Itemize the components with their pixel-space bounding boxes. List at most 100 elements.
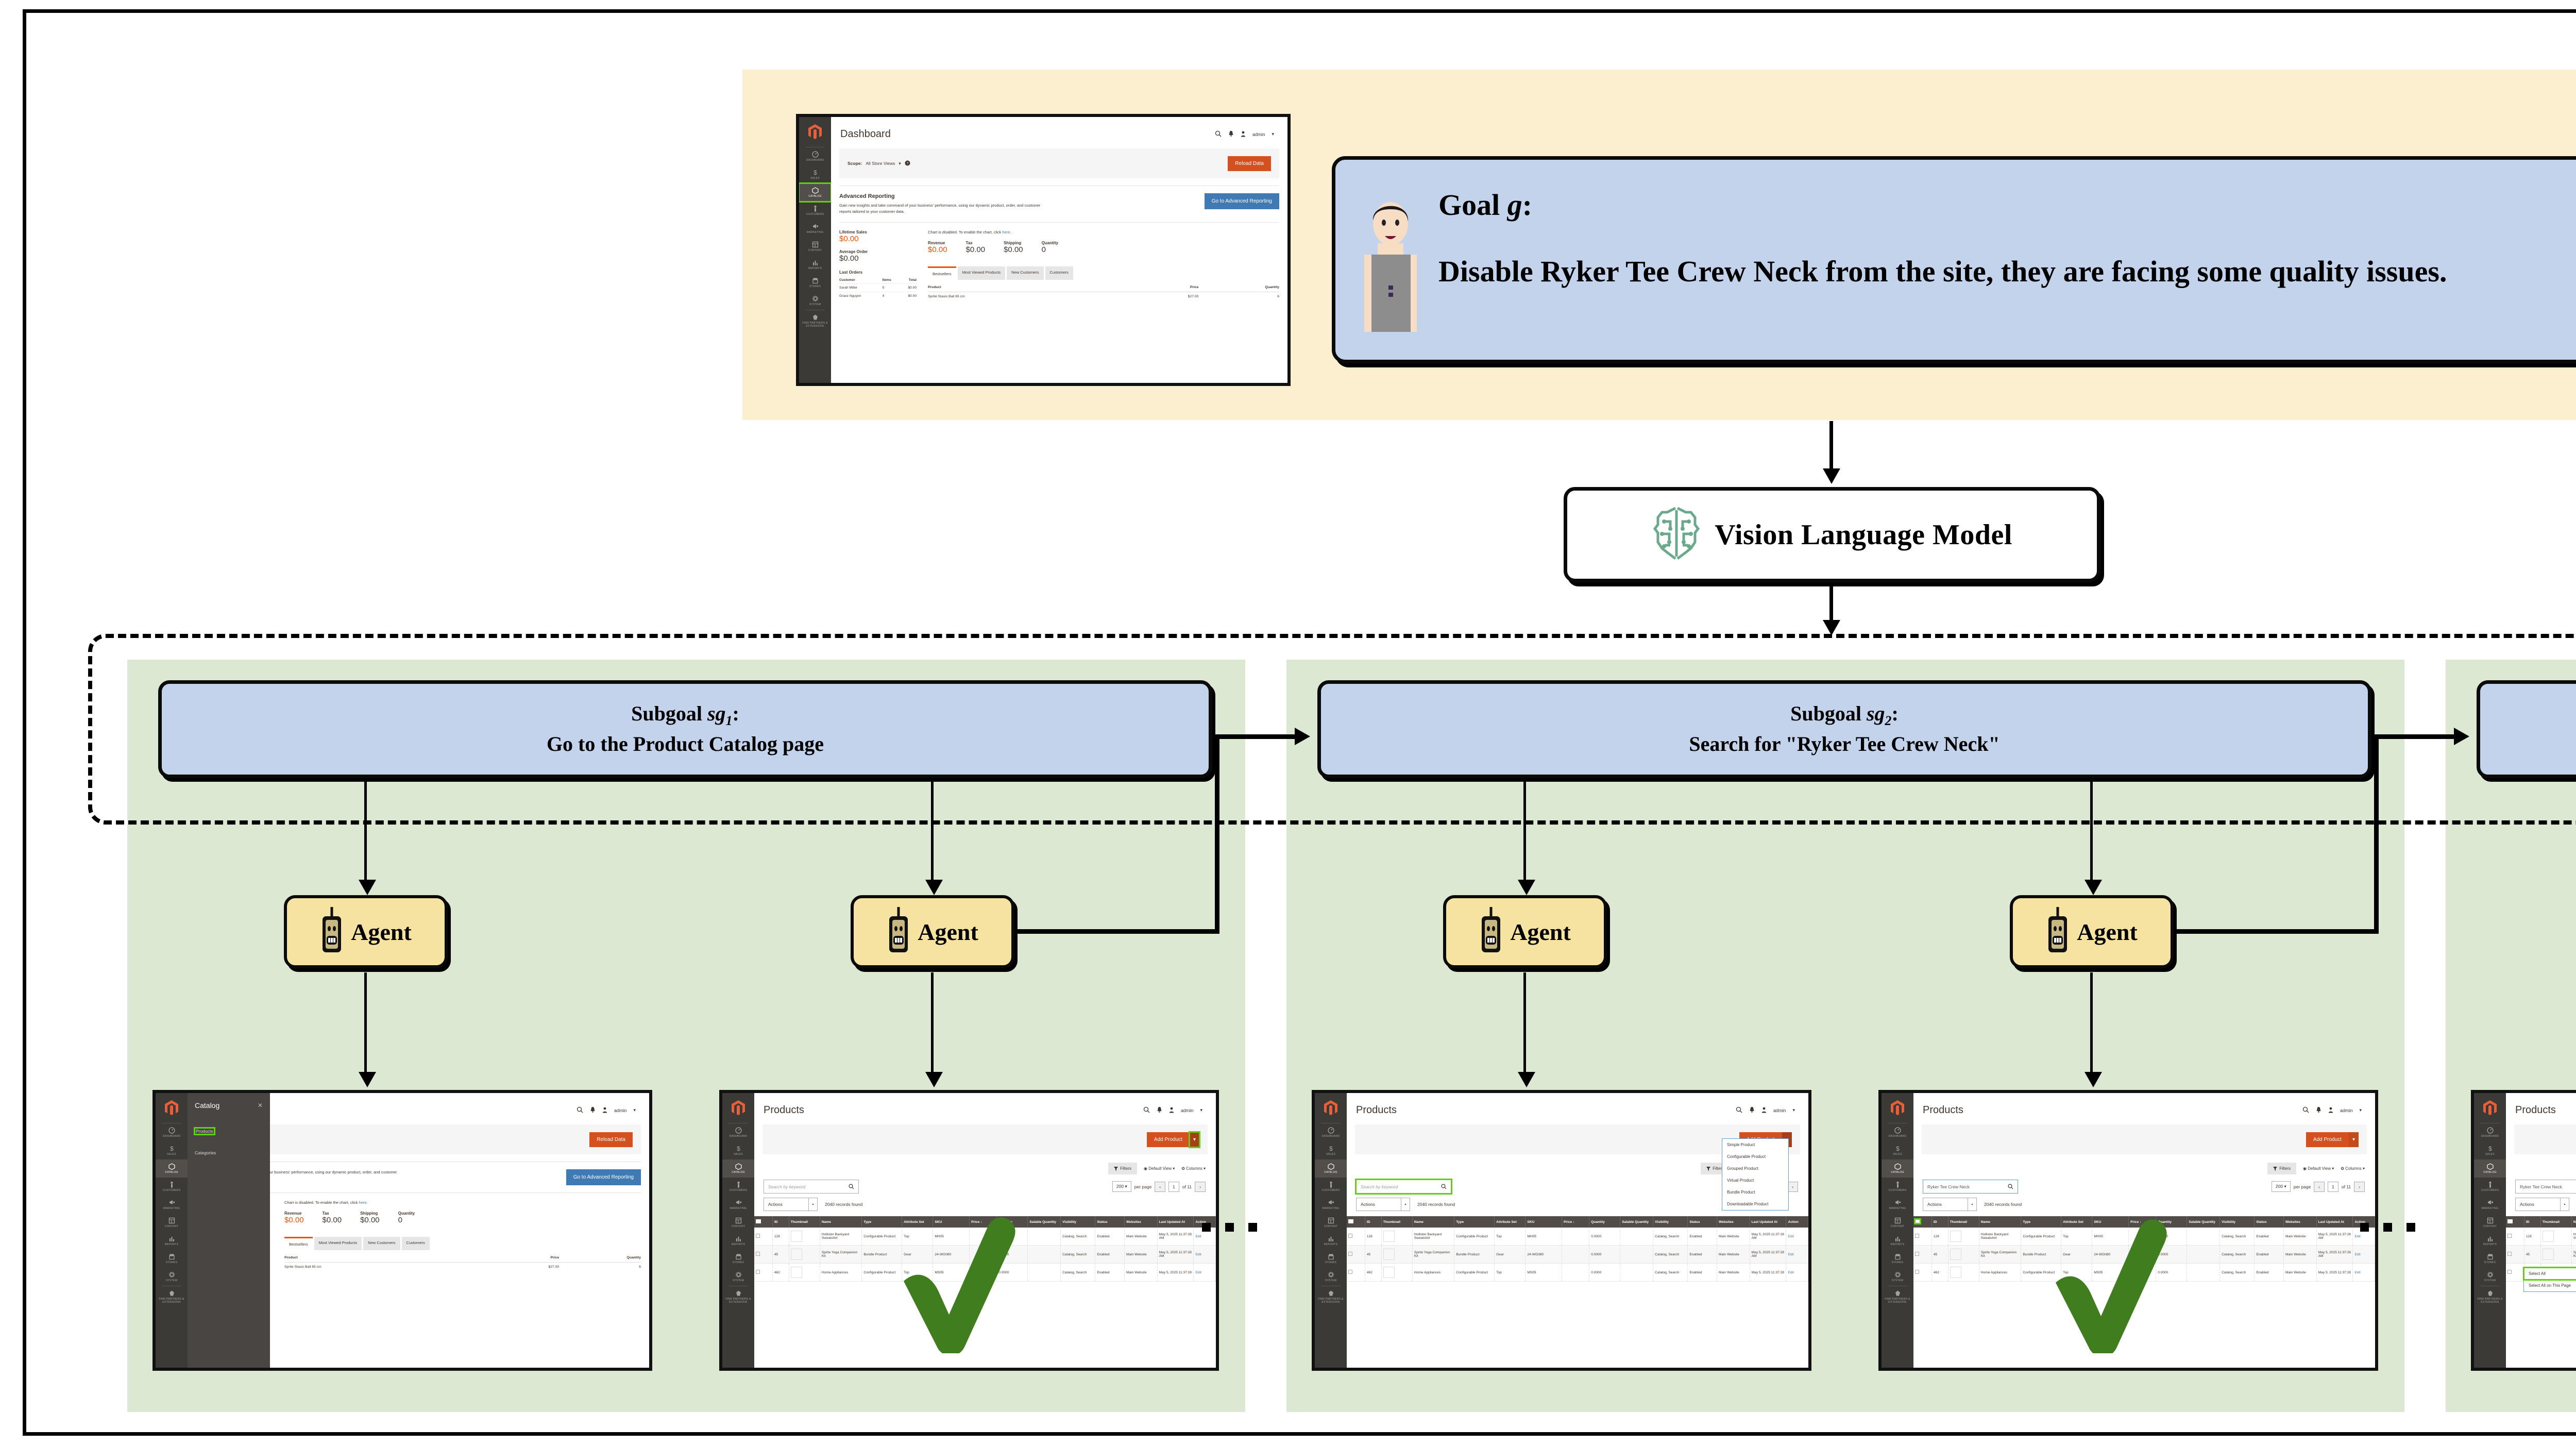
sidebar-item-dashboard[interactable]: DASHBOARD <box>1882 1123 1913 1141</box>
help-icon[interactable]: ? <box>905 160 910 167</box>
magento-sidebar[interactable]: DASHBOARD $SALES CATALOG CUSTOMERS MARKE… <box>799 117 832 383</box>
search-icon[interactable] <box>2302 1106 2309 1114</box>
sidebar-item-find-partners[interactable]: FIND PARTNERS & EXTENSIONS <box>722 1286 754 1307</box>
next-page-button[interactable]: › <box>1195 1181 1206 1192</box>
row-checkbox[interactable] <box>756 1252 760 1256</box>
chevron-down-icon[interactable]: ▾ <box>2560 1198 2569 1211</box>
search-input[interactable]: Ryker Tee Crew Neck <box>1923 1180 2018 1194</box>
row-checkbox[interactable] <box>1915 1234 1919 1238</box>
search-icon[interactable] <box>1143 1106 1150 1114</box>
sidebar-item-content[interactable]: CONTENT <box>156 1214 188 1232</box>
sidebar-item-content[interactable]: CONTENT <box>722 1214 754 1232</box>
sidebar-item-dashboard[interactable]: DASHBOARD <box>1315 1123 1347 1141</box>
search-input[interactable]: Search by keyword <box>1355 1179 1452 1195</box>
actions-select[interactable]: Actions▾ <box>1356 1198 1410 1211</box>
add-product-dropdown-menu[interactable]: Simple Product Configurable Product Grou… <box>1722 1138 1789 1211</box>
sidebar-item-catalog[interactable]: CATALOG <box>1882 1159 1913 1178</box>
actions-select[interactable]: Actions▾ <box>764 1198 818 1211</box>
edit-link[interactable]: Edit <box>1786 1245 1808 1264</box>
row-checkbox[interactable] <box>1915 1270 1919 1274</box>
sidebar-item-content[interactable]: CONTENT <box>1315 1214 1347 1232</box>
sidebar-item-stores[interactable]: STORES <box>156 1250 188 1268</box>
edit-link[interactable]: Edit <box>2352 1263 2375 1282</box>
sidebar-item-customers[interactable]: CUSTOMERS <box>799 201 831 220</box>
sidebar-item-catalog[interactable]: CATALOG <box>1315 1159 1347 1178</box>
sidebar-item-marketing[interactable]: MARKETING <box>1882 1196 1913 1214</box>
page-number-input[interactable]: 1 <box>1168 1181 1179 1192</box>
row-checkbox[interactable] <box>2507 1270 2512 1274</box>
sidebar-item-sales[interactable]: $SALES <box>1326 1145 1335 1156</box>
col-websites[interactable]: Websites <box>1124 1216 1158 1228</box>
col-type[interactable]: Type <box>1454 1216 1495 1228</box>
sidebar-item-sales[interactable]: $SALES <box>2485 1145 2495 1156</box>
col-name[interactable]: Name <box>820 1216 862 1228</box>
tab-most-viewed-products[interactable]: Most Viewed Products <box>957 266 1006 280</box>
select-all-dropdown-menu[interactable]: Select All Select All on This Page <box>2523 1267 2576 1292</box>
tab-bestsellers[interactable]: Bestsellers <box>928 266 956 280</box>
sidebar-item-system[interactable]: SYSTEM <box>722 1268 754 1286</box>
table-row[interactable]: 45 Sprite Yoga Companion Kit Bundle Prod… <box>1913 1245 2375 1264</box>
col-status[interactable]: Status <box>1687 1216 1717 1228</box>
sidebar-item-reports[interactable]: REPORTS <box>156 1232 188 1250</box>
row-checkbox[interactable] <box>1348 1252 1352 1256</box>
table-row[interactable]: 126 Hollister Backyard Sweatshirt Config… <box>754 1228 1216 1246</box>
sidebar-item-find-partners[interactable]: FIND PARTNERS & EXTENSIONS <box>2474 1286 2506 1307</box>
col-attribute-set[interactable]: Attribute Set <box>2061 1216 2093 1228</box>
magento-sidebar[interactable]: DASHBOARD $SALES CATALOG CUSTOMERS MARKE… <box>1882 1093 1913 1368</box>
user-name[interactable]: admin <box>614 1107 627 1113</box>
scope-caret-icon[interactable]: ▾ <box>899 160 901 166</box>
menu-item-simple-product[interactable]: Simple Product <box>1727 1142 1755 1147</box>
sidebar-item-customers[interactable]: CUSTOMERS <box>1315 1178 1347 1196</box>
chevron-down-icon[interactable]: ▾ <box>633 1107 636 1113</box>
sidebar-item-marketing[interactable]: MARKETING <box>1315 1196 1347 1214</box>
per-page-select[interactable]: 200 ▾ <box>1112 1181 1131 1192</box>
add-product-caret-button[interactable]: ▾ <box>1188 1131 1201 1148</box>
menu-item-configurable-product[interactable]: Configurable Product <box>1727 1154 1766 1159</box>
reload-data-button[interactable]: Reload Data <box>1228 156 1271 171</box>
col-thumbnail[interactable]: Thumbnail <box>1381 1216 1413 1228</box>
col-sku[interactable]: SKU <box>933 1216 970 1228</box>
col-salable-quantity[interactable]: Salable Quantity <box>2187 1216 2221 1228</box>
sidebar-item-stores[interactable]: STORES <box>1882 1250 1913 1268</box>
sidebar-item-catalog[interactable]: CATALOG <box>156 1159 188 1178</box>
sidebar-item-content[interactable]: CONTENT <box>799 238 831 256</box>
actions-select[interactable]: Actions▾ <box>1923 1198 1977 1211</box>
sidebar-item-reports[interactable]: REPORTS <box>722 1232 754 1250</box>
col-status[interactable]: Status <box>2254 1216 2284 1228</box>
chevron-down-icon[interactable]: ▾ <box>1200 1107 1202 1113</box>
notification-bell-icon[interactable] <box>1749 1106 1755 1114</box>
sidebar-item-find-partners[interactable]: FIND PARTNERS & EXTENSIONS <box>156 1286 188 1307</box>
sidebar-item-stores[interactable]: STORES <box>1315 1250 1347 1268</box>
select-all-header[interactable] <box>1913 1216 1932 1228</box>
menu-item-downloadable-product[interactable]: Downloadable Product <box>1727 1202 1769 1206</box>
sidebar-item-stores[interactable]: STORES <box>2474 1250 2506 1268</box>
col-id[interactable]: ID <box>1931 1216 1948 1228</box>
chevron-down-icon[interactable]: ▾ <box>2359 1107 2362 1113</box>
notification-bell-icon[interactable] <box>590 1106 596 1114</box>
menu-item-bundle-product[interactable]: Bundle Product <box>1727 1190 1755 1195</box>
prev-page-button[interactable]: ‹ <box>2314 1181 2325 1192</box>
user-name[interactable]: admin <box>1180 1107 1194 1113</box>
screenshot-2-products-grid[interactable]: DASHBOARD $SALES CATALOG CUSTOMERS MARKE… <box>719 1090 1219 1371</box>
sidebar-item-find-partners[interactable]: FIND PARTNERS & EXTENSIONS <box>799 310 831 331</box>
user-name[interactable]: admin <box>1773 1107 1786 1113</box>
col-last-updated[interactable]: Last Updated At <box>1157 1216 1194 1228</box>
col-id[interactable]: ID <box>1365 1216 1382 1228</box>
col-status[interactable]: Status <box>1095 1216 1125 1228</box>
screenshot-3-add-product-menu[interactable]: DASHBOARD $SALES CATALOG CUSTOMERS MARKE… <box>1312 1090 1811 1371</box>
sidebar-item-system[interactable]: SYSTEM <box>799 292 831 310</box>
columns-select[interactable]: ✿ Columns ▾ <box>2341 1166 2365 1171</box>
prev-page-button[interactable]: ‹ <box>1787 1181 1798 1192</box>
default-view-select[interactable]: ◉ Default View ▾ <box>1144 1166 1175 1171</box>
screenshot-1-catalog-flyout[interactable]: DASHBOARD $SALES CATALOG CUSTOMERS MARKE… <box>152 1090 652 1371</box>
sidebar-item-system[interactable]: SYSTEM <box>2474 1268 2506 1286</box>
sidebar-item-reports[interactable]: REPORTS <box>1315 1232 1347 1250</box>
tab-most-viewed-products[interactable]: Most Viewed Products <box>314 1237 362 1250</box>
table-row[interactable]: 45 Sprite Yoga Companion Kit Bundle Prod… <box>2506 1245 2576 1264</box>
notification-bell-icon[interactable] <box>1157 1106 1162 1114</box>
sidebar-item-sales[interactable]: $SALES <box>810 169 820 180</box>
filters-button[interactable]: Filters <box>2267 1163 2297 1174</box>
sidebar-item-system[interactable]: SYSTEM <box>1882 1268 1913 1286</box>
menu-item-select-all-on-this-page[interactable]: Select All on This Page <box>2529 1283 2571 1288</box>
close-icon[interactable]: ✕ <box>257 1102 263 1109</box>
